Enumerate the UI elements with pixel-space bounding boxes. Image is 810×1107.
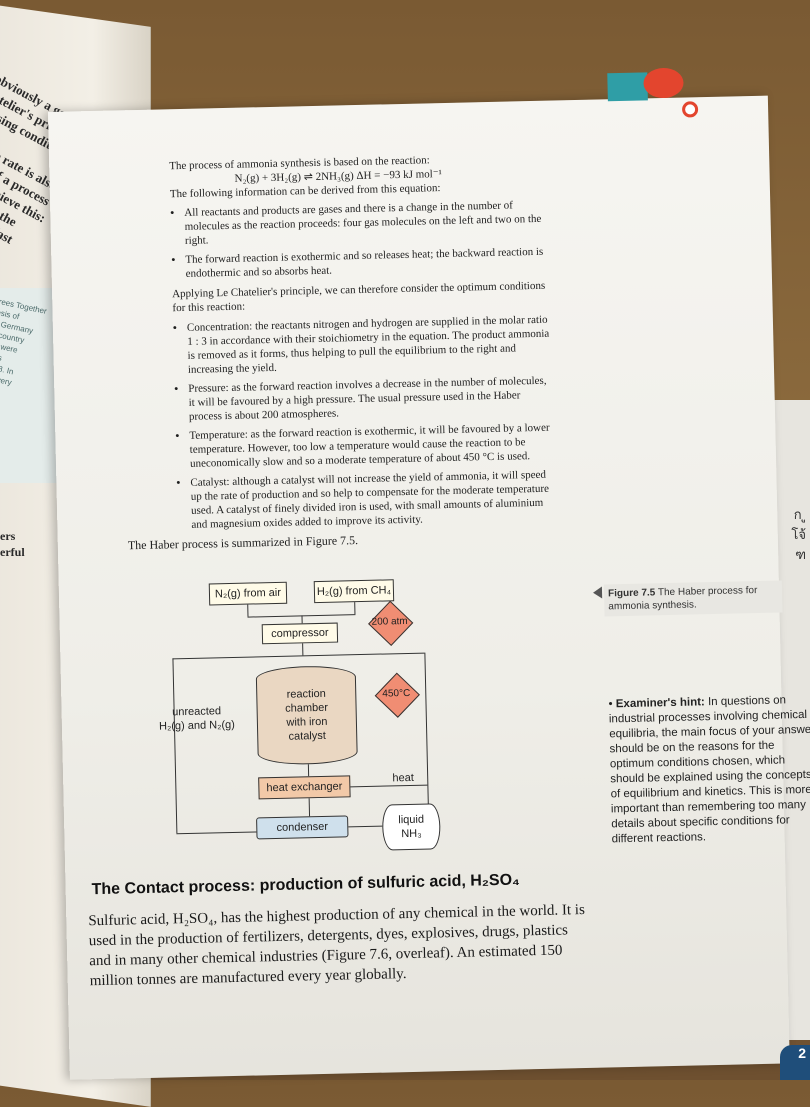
compressor-box: compressor: [261, 622, 339, 645]
condenser-box: condenser: [256, 815, 349, 840]
teal-tab: [607, 72, 648, 102]
page-number-tab: 2: [780, 1045, 810, 1080]
right-page-chars: ก ู โจ้ ฑ: [791, 507, 806, 562]
liquid-ammonia-tank: liquid NH₃: [381, 803, 441, 851]
h2-source-box: H₂(g) from CH₄: [313, 579, 395, 604]
n2-source-box: N₂(g) from air: [208, 581, 288, 606]
left-page-bottom-text: ers erful: [0, 529, 25, 559]
pressure-label: 200 atm: [371, 615, 408, 628]
hint-text: In questions on industrial processes inv…: [608, 694, 810, 846]
unreacted-label: unreacted H₂(g) and N₂(g): [158, 705, 235, 733]
haber-process-diagram: N₂(g) from air H₂(g) from CH₄ compressor…: [159, 571, 566, 880]
red-tab: [643, 67, 684, 99]
list-item: All reactants and products are gases and…: [170, 198, 551, 249]
temperature-label: 450°C: [382, 687, 411, 700]
caption-label: Figure 7.5: [607, 587, 656, 600]
heat-label: heat: [392, 771, 415, 785]
hint-label: Examiner's hint:: [615, 696, 705, 711]
list-item: Pressure: as the forward reaction involv…: [174, 374, 555, 425]
reaction-intro-block: The process of ammonia synthesis is base…: [128, 151, 558, 552]
heat-exchanger-box: heat exchanger: [258, 775, 351, 800]
list-item: Temperature: as the forward reaction is …: [175, 421, 556, 472]
examiner-hint: • Examiner's hint: In questions on indus…: [608, 693, 810, 848]
figure-caption: Figure 7.5 The Haber process for ammonia…: [603, 580, 783, 617]
main-page: The process of ammonia synthesis is base…: [48, 67, 810, 1080]
conditions-list: Concentration: the reactants nitrogen an…: [173, 313, 558, 533]
caption-arrow-icon: [592, 586, 603, 599]
list-item: Catalyst: although a catalyst will not i…: [176, 468, 557, 533]
section-body: Sulfuric acid, H₂SO₄, has the highest pr…: [88, 902, 586, 990]
applying-text: Applying Le Chatelier's principle, we ca…: [172, 279, 546, 315]
derived-list: All reactants and products are gases and…: [170, 198, 552, 282]
list-item: Concentration: the reactants nitrogen an…: [173, 313, 554, 378]
summary-line: The Haber process is summarized in Figur…: [127, 533, 359, 553]
reaction-chamber: reaction chamber with iron catalyst: [255, 665, 358, 766]
list-item: The forward reaction is exothermic and s…: [171, 245, 552, 282]
